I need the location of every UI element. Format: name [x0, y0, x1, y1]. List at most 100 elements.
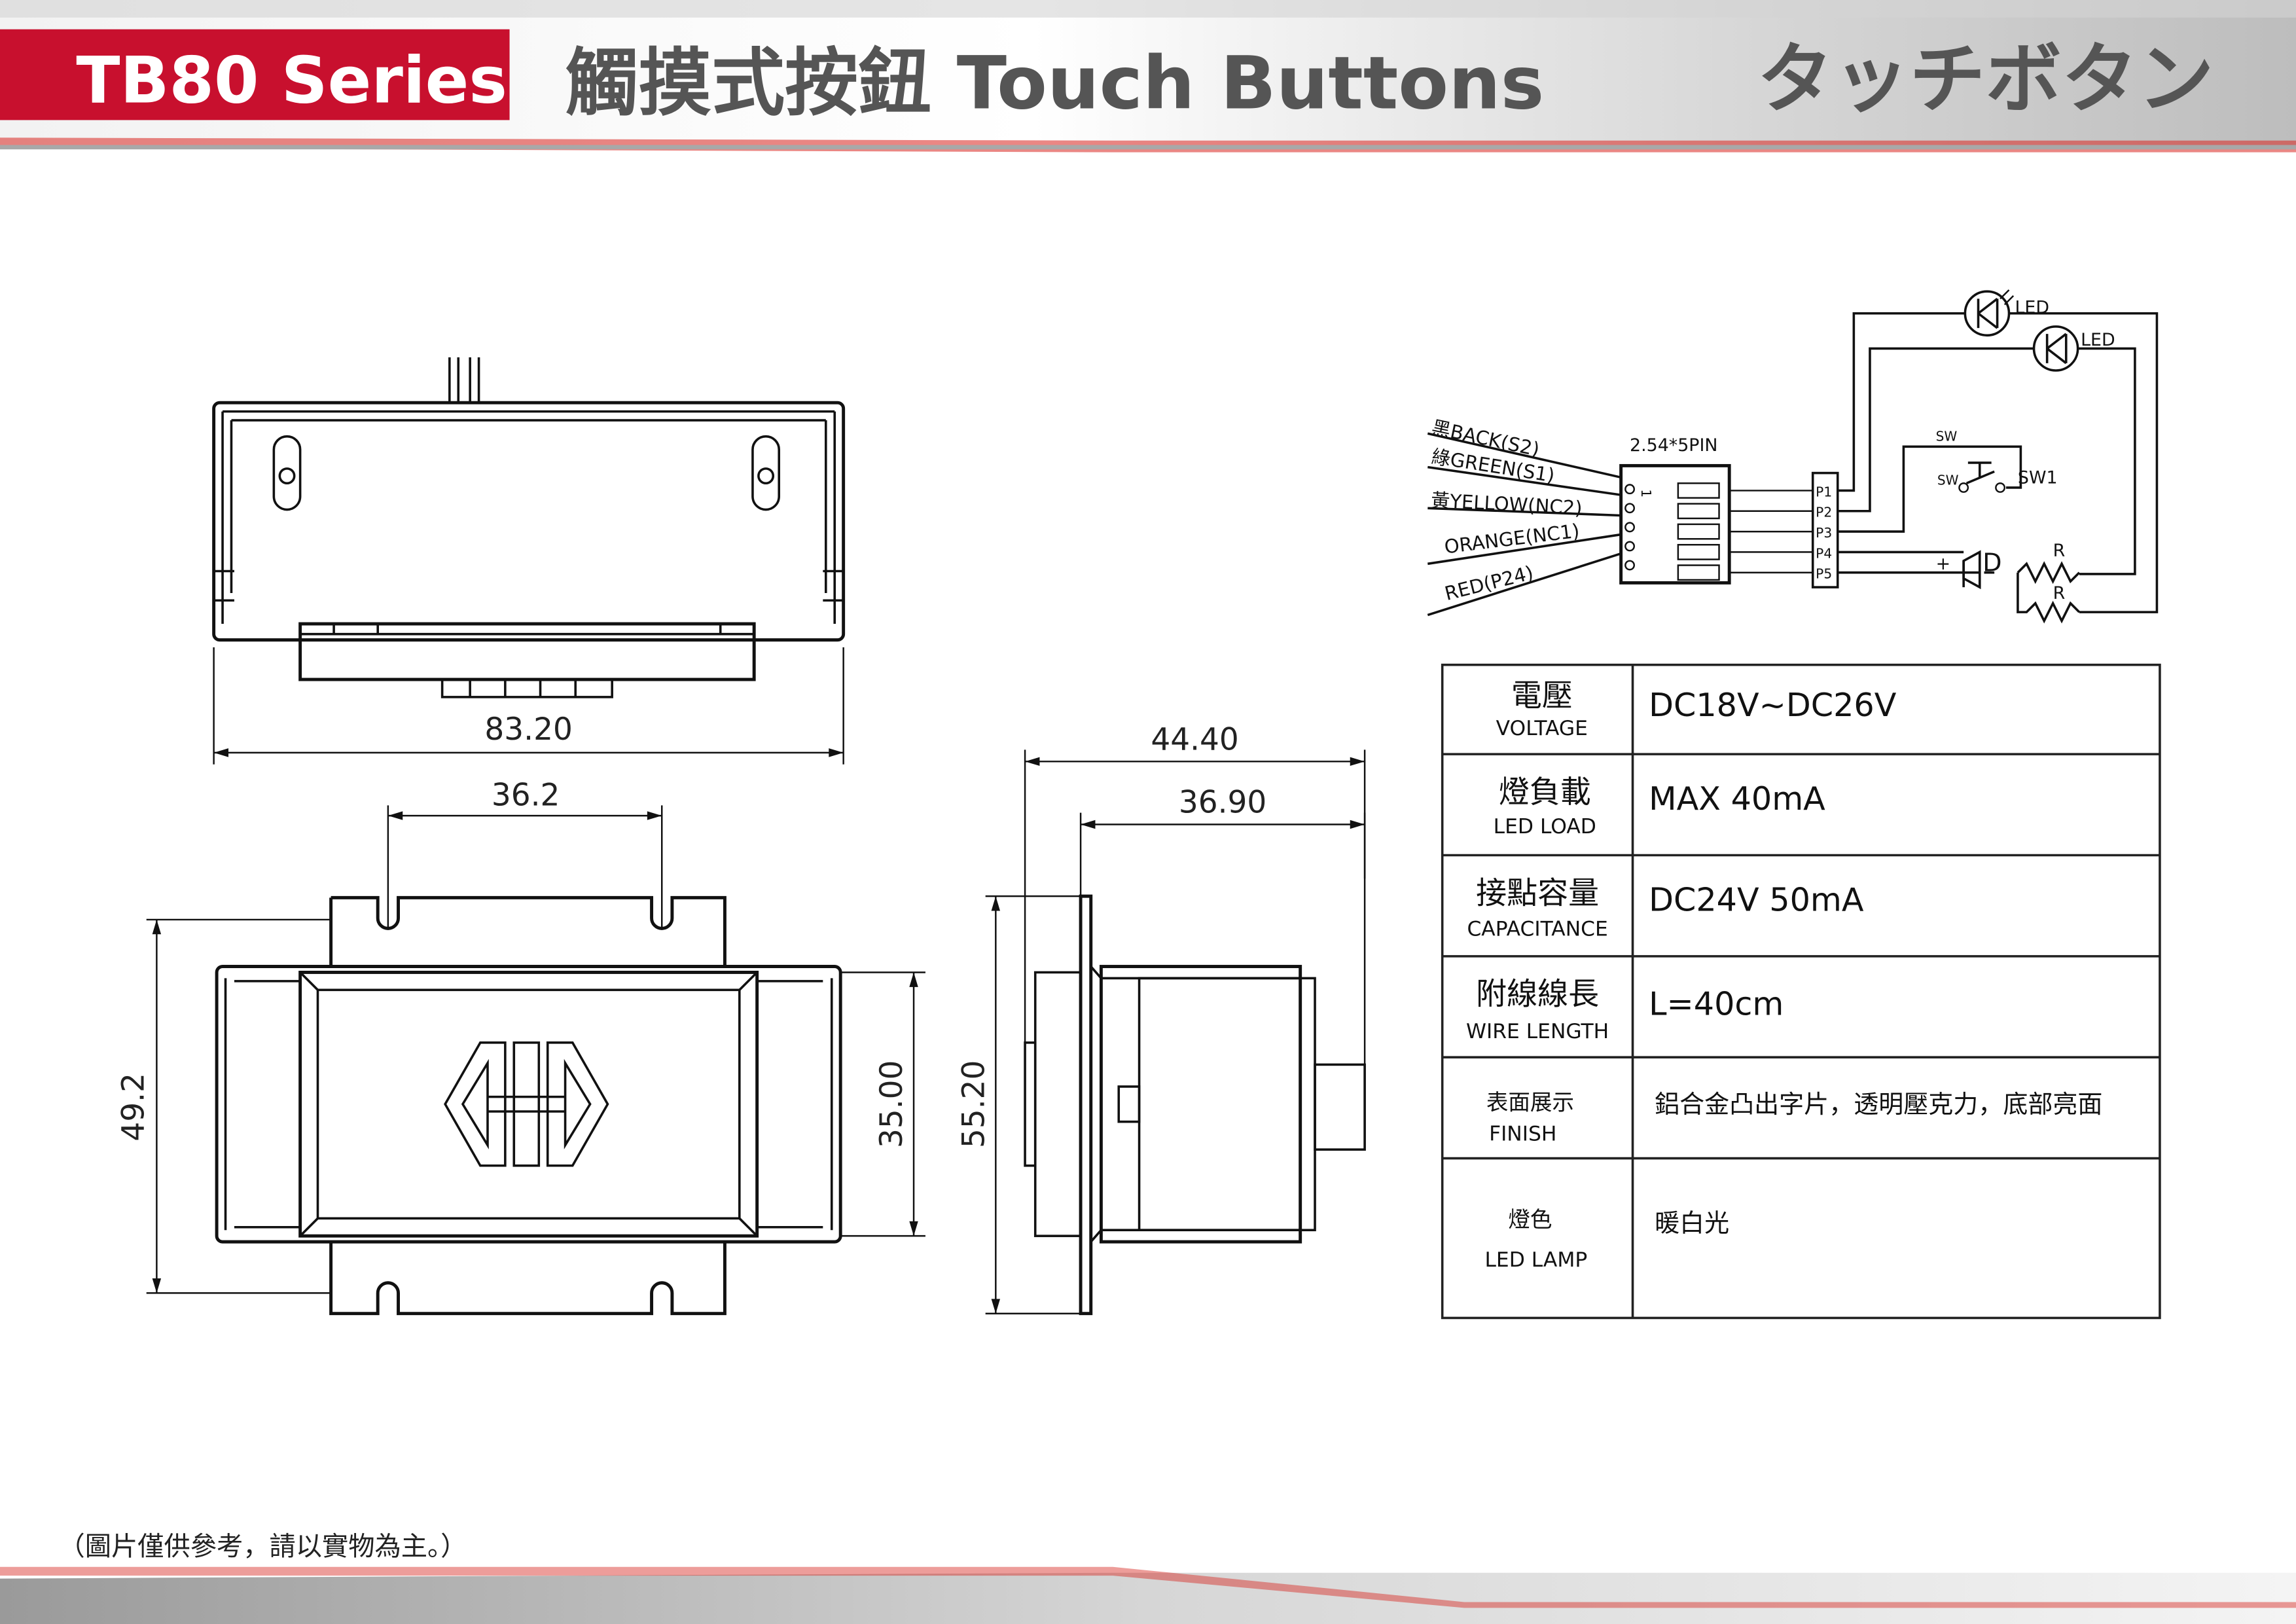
wiring-diagram: 黑BACK(S2) 綠GREEN(S1) 黃YELLOW(NC2) ORANGE… — [1427, 289, 2159, 624]
wire-label-red: RED(P24) — [1443, 562, 1535, 605]
spec-label-en: FINISH — [1489, 1123, 1556, 1146]
spec-table-grid — [1442, 664, 2160, 1318]
diode-plus-sign: + — [1936, 554, 1950, 574]
switch-label: SW1 — [2018, 467, 2058, 488]
side-view-housing-top — [1101, 977, 1300, 1231]
top-view-inner-frame — [221, 410, 836, 624]
page-header: TB80 Series 觸摸式按鈕 Touch Buttons タッチボタン — [0, 0, 2296, 153]
side-view-height-dimension — [985, 895, 1081, 1314]
dim-hole-spacing: 36.2 — [492, 777, 560, 813]
resistor-1-label: R — [2053, 541, 2066, 561]
top-view-button-details — [300, 624, 755, 636]
sw-small-label-1: SW — [1936, 428, 1958, 444]
diode-icon — [1962, 550, 1981, 590]
top-view-terminal-pins — [448, 357, 480, 403]
wire-label-orange: ORANGE(NC1) — [1443, 520, 1581, 558]
top-view-drawing: 83.20 — [212, 357, 846, 765]
top-view-connector-pins — [469, 679, 577, 697]
top-view-slot-left — [272, 435, 302, 511]
footer-note: （圖片僅供參考，請以實物為主。） — [58, 1532, 467, 1562]
spec-label-zh: 附線線長 — [1476, 977, 1599, 1013]
spec-label-zh: 電壓 — [1511, 677, 1573, 713]
top-view-outer-frame — [212, 401, 846, 642]
spec-row-voltage: 電壓 VOLTAGE DC18V~DC26V — [1496, 677, 1897, 740]
page-title-japanese: タッチボタン — [1757, 35, 2214, 124]
connector-leads — [1729, 490, 1813, 573]
spec-row-led-lamp: 燈色 LED LAMP 暖白光 — [1484, 1207, 1729, 1272]
resistor-2-icon — [2017, 572, 2081, 624]
led-1-icon — [1964, 289, 2015, 337]
connector-pin-1-label: 1 — [1638, 489, 1654, 497]
spec-label-zh: 燈色 — [1508, 1207, 1552, 1233]
spec-table: 電壓 VOLTAGE DC18V~DC26V 燈負載 LED LOAD MAX … — [1441, 663, 2161, 1320]
side-view-bezel — [1033, 971, 1082, 1237]
spec-value: MAX 40mA — [1649, 780, 1825, 818]
front-view-bevel — [299, 971, 758, 1237]
spec-label-en: WIRE LENGTH — [1466, 1020, 1609, 1043]
led-1-label: LED — [2015, 298, 2049, 318]
side-view-mount-plate — [1079, 894, 1093, 1316]
front-view-hole-dimension — [387, 805, 663, 930]
front-view-body-dimension — [840, 971, 925, 1237]
side-view-plate-bends — [1090, 965, 1102, 1243]
spec-value: 鋁合金凸出字片，透明壓克力，底部亮面 — [1655, 1090, 2102, 1119]
dim-body-height: 35.00 — [874, 1060, 910, 1148]
led-2-icon — [2032, 325, 2079, 372]
spec-table-frame — [1441, 663, 2161, 1320]
spec-label-en: CAPACITANCE — [1467, 918, 1607, 941]
header-rule — [0, 145, 2296, 150]
side-view-lamp — [1117, 1085, 1141, 1123]
spec-value: DC24V 50mA — [1649, 881, 1864, 919]
spec-row-finish: 表面展示 FINISH 鋁合金凸出字片，透明壓克力，底部亮面 — [1486, 1090, 2103, 1146]
footer-accent-line — [0, 1566, 2296, 1608]
spec-value: DC18V~DC26V — [1649, 686, 1897, 724]
pin-label-p5: P5 — [1816, 566, 1832, 582]
spec-row-led-load: 燈負載 LED LOAD MAX 40mA — [1494, 774, 1825, 839]
circuit-traces — [1837, 312, 2159, 613]
spec-label-zh: 表面展示 — [1486, 1090, 1574, 1115]
series-badge — [0, 29, 510, 120]
pin-label-p2: P2 — [1816, 505, 1832, 520]
sw-small-label-2: SW — [1937, 472, 1959, 488]
side-view-housing — [1099, 965, 1302, 1244]
front-view-housing — [215, 965, 842, 1244]
connector-pin-slots — [1624, 482, 1720, 581]
switch-sw1-icon — [1958, 461, 2006, 493]
pin-label-p1: P1 — [1816, 484, 1832, 499]
connector-body — [1619, 463, 1731, 585]
wire-label-yellow: 黃YELLOW(NC2) — [1430, 489, 1583, 519]
wire-lines — [1427, 432, 1622, 617]
header-block — [1811, 471, 1839, 588]
dim-plate-height: 49.2 — [115, 1073, 151, 1142]
top-view-hole-right — [757, 467, 775, 485]
top-view-side-tabs — [213, 569, 844, 602]
spec-row-wire-length: 附線線長 WIRE LENGTH L=40cm — [1466, 977, 1784, 1043]
pin-label-p4: P4 — [1816, 545, 1832, 561]
side-view-button-tip — [1024, 1041, 1037, 1167]
top-view-button-front — [298, 622, 756, 681]
resistor-2-label: R — [2053, 583, 2066, 604]
front-view-housing-inner — [224, 978, 833, 1231]
dim-side-depth-inner: 36.90 — [1179, 785, 1266, 821]
dim-top-width: 83.20 — [484, 712, 572, 748]
spec-value: 暖白光 — [1655, 1208, 1729, 1237]
spec-label-zh: 接點容量 — [1476, 875, 1599, 911]
side-view-connector — [1314, 1063, 1366, 1151]
dim-side-height: 55.20 — [956, 1060, 992, 1148]
spec-row-capacitance: 接點容量 CAPACITANCE DC24V 50mA — [1467, 875, 1863, 941]
resistor-1-icon — [2017, 561, 2081, 585]
front-view-button-face — [316, 988, 741, 1220]
spec-label-en: LED LAMP — [1484, 1248, 1587, 1272]
spec-label-en: VOLTAGE — [1496, 717, 1588, 740]
top-view-slot-right — [751, 435, 781, 511]
page-footer: （圖片僅供參考，請以實物為主。） — [0, 1532, 2296, 1624]
connector-label: 2.54*5PIN — [1630, 435, 1717, 456]
header-shade-top — [0, 0, 2296, 18]
top-view-dimension-line — [213, 647, 844, 765]
pin-label-p3: P3 — [1816, 525, 1832, 541]
spec-label-zh: 燈負載 — [1499, 774, 1591, 810]
led-2-label: LED — [2081, 330, 2115, 350]
touch-button-symbol-icon — [444, 1041, 609, 1167]
front-view-bezel — [298, 971, 759, 1238]
side-view-inner-depth-dimension — [1079, 812, 1366, 897]
